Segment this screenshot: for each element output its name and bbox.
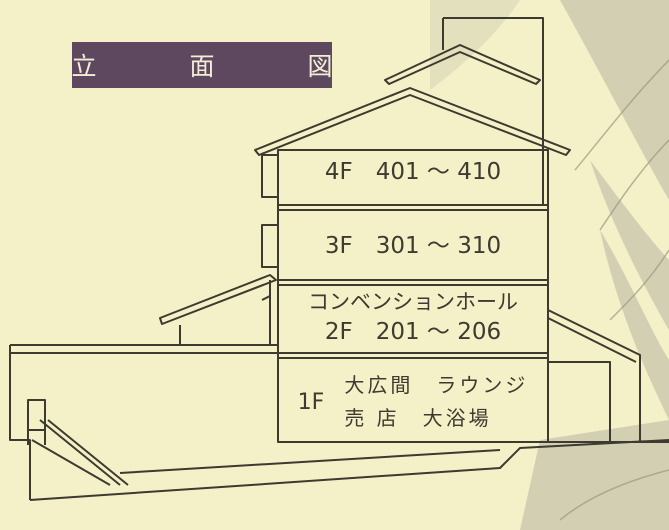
leaf-veins [559,59,669,521]
main-tower [277,149,549,443]
floor-4f-label: 4F 401 ～ 410 [324,159,502,185]
ground-slab [29,439,669,501]
upper-roof [384,44,541,85]
balcony-3f [261,224,279,268]
page-title: 立 面 図 [71,52,367,81]
floor-1f-number: 1F [297,389,325,415]
chimney [443,17,544,205]
floor-3f: 3F 301 ～ 310 [278,232,548,260]
stair [27,399,46,431]
floor-2f: コンベンションホール 2F 201 ～ 206 [278,287,548,347]
floor-4f: 4F 401 ～ 410 [278,158,548,186]
floor-1f: 1F 大広間 ラウンジ 売 店 大浴場 [278,362,548,442]
leaf-shadow-decoration [430,0,669,530]
balcony-4f [261,154,279,198]
floor-3f-label: 3F 301 ～ 310 [324,233,502,259]
right-wing-roof [547,309,641,442]
podium-left [9,345,31,500]
title-banner: 立 面 図 [72,42,333,88]
floor-1f-line2: 売 店 大浴場 [344,406,492,430]
main-roof [254,87,571,156]
convention-hall-label: コンベンションホール [308,290,518,314]
ground-top [119,449,501,474]
floor-1f-line1: 大広間 ラウンジ [344,373,529,397]
floor-1f-rooms: 大広間 ラウンジ 売 店 大浴場 [344,369,528,435]
left-wing-roof [159,274,277,325]
floor-2f-label: 2F 201 ～ 206 [324,319,502,345]
